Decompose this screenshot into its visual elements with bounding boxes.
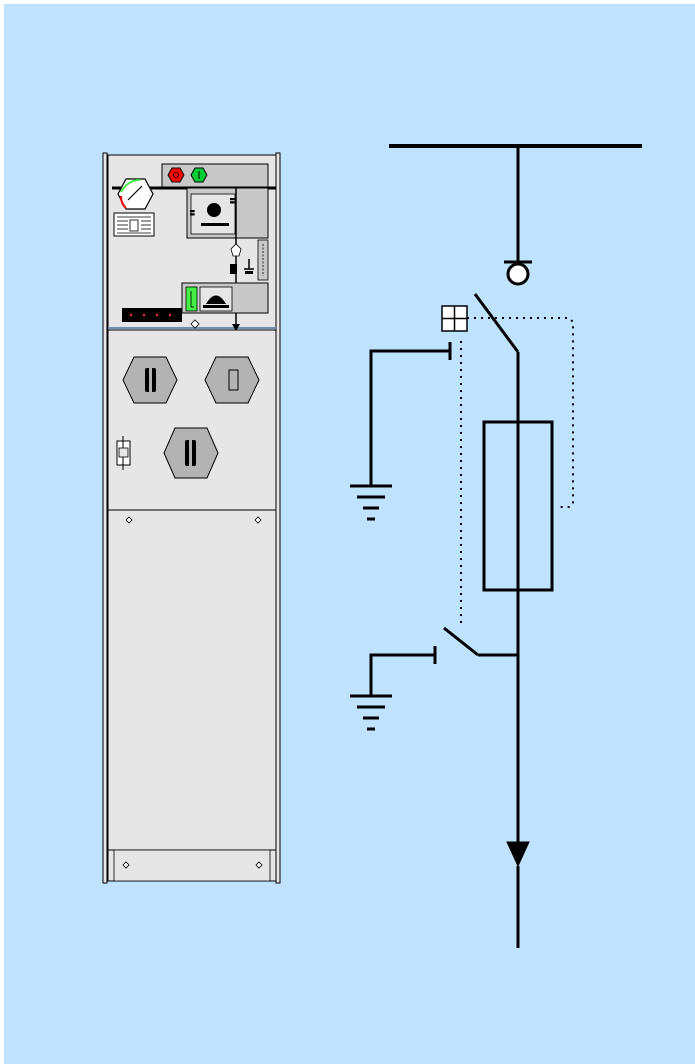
diagram-canvas: ▮▮ ▮▮ [4,4,695,1064]
operating-compartment [107,329,277,511]
switch-operating-shaft-icon[interactable] [207,203,221,217]
switchgear-panel: ▮▮ ▮▮ [102,152,281,884]
pressure-gauge-icon [117,178,154,210]
plinth-screw-left [122,861,130,869]
lower-earth-connection [369,653,435,696]
cable-cover-screw-left [125,516,133,524]
single-line-diagram [350,144,642,948]
gauge-needle [127,185,143,201]
open-symbol-icon [173,172,179,178]
earthing-switch-knob[interactable] [204,356,260,404]
gauge-red-zone [120,195,127,209]
plinth-screw-right [255,861,263,869]
switch-position-mark-left: ▮▮ [189,209,196,216]
earthing-switch-slot[interactable] [228,369,239,391]
fuse-trip-linkage [467,317,574,508]
switch-operating-slot [201,223,229,226]
right-side-rail [275,152,281,884]
open-button-icon[interactable] [167,167,185,183]
switch-position-mark-right: ▮▮ [229,197,236,204]
cable-compartment [107,509,277,851]
rating-plate [113,212,155,237]
earthing-position-indicator [185,286,198,312]
lower-earthing-switch [443,626,479,657]
status-led-strip [122,308,182,322]
cable-outgoing-arrow [506,841,530,868]
upper-earthing-switch [369,349,450,486]
cable-cover-screw-right [254,516,262,524]
mimic-earth-switch-icon [230,264,237,274]
left-side-rail [102,152,108,884]
gauge-green-zone [120,179,141,193]
mimic-arrow-icon [232,324,240,331]
mimic-fuse-icon [230,243,242,257]
bushing-insulator [506,262,530,286]
earthing-operating-shaft-icon[interactable] [206,295,226,305]
switch-disconnector [473,293,520,353]
switchgear-figure: ▮▮ ▮▮ [102,144,642,948]
key-symbol-icon [190,319,200,329]
